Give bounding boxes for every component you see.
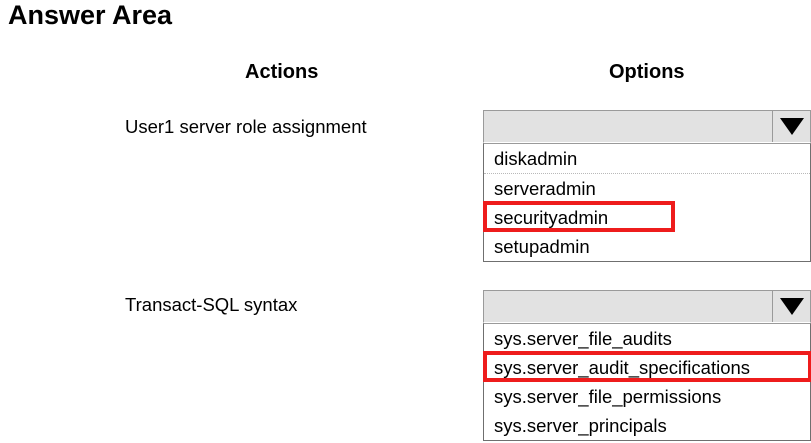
list-item-highlighted[interactable]: securityadmin	[483, 201, 810, 232]
dropdown-control[interactable]	[483, 110, 811, 143]
chevron-down-icon	[779, 298, 804, 315]
list-item[interactable]: serveradmin	[494, 178, 596, 199]
dropdown-control[interactable]	[483, 290, 811, 323]
dropdown-option-list[interactable]: sys.server_file_audits sys.server_audit_…	[483, 323, 811, 441]
action-label-user1-server-role-assignment: User1 server role assignment	[125, 116, 367, 137]
column-header-options: Options	[609, 61, 685, 83]
action-label-transact-sql-syntax: Transact-SQL syntax	[125, 294, 298, 315]
chevron-down-icon	[779, 118, 804, 135]
dropdown-toggle-button[interactable]	[772, 111, 810, 142]
dropdown-option-list[interactable]: diskadmin serveradmin securityadmin setu…	[483, 143, 811, 262]
page-title: Answer Area	[8, 0, 173, 30]
dropdown-selected-value[interactable]	[484, 111, 772, 142]
list-item[interactable]: sys.server_principals	[494, 415, 667, 436]
dropdown-toggle-button[interactable]	[772, 291, 810, 322]
list-item[interactable]: sys.server_file_audits	[494, 328, 672, 349]
list-item[interactable]: sys.server_file_permissions	[494, 386, 722, 407]
dropdown-transact-sql-syntax: sys.server_file_audits sys.server_audit_…	[483, 290, 811, 441]
dropdown-user1-server-role-assignment: diskadmin serveradmin securityadmin setu…	[483, 110, 811, 262]
list-item[interactable]: setupadmin	[494, 236, 590, 257]
list-item[interactable]: diskadmin	[484, 144, 810, 174]
column-header-actions: Actions	[245, 61, 319, 83]
dropdown-selected-value[interactable]	[484, 291, 772, 322]
list-item-highlighted[interactable]: sys.server_audit_specifications	[483, 351, 811, 382]
